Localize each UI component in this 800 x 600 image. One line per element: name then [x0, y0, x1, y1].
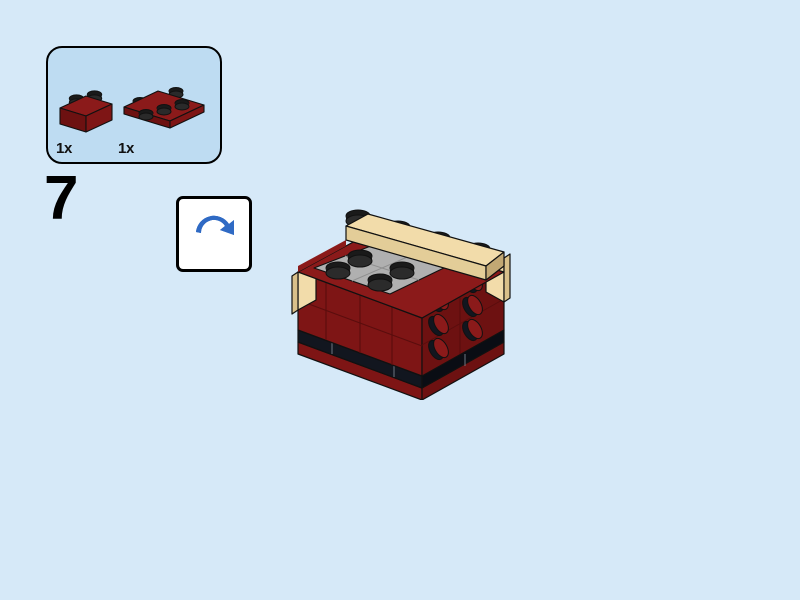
parts-callout-content: 1x	[48, 48, 220, 162]
assembled-model-illustration	[291, 209, 511, 401]
part-item-plate-2x3: 1x	[118, 82, 210, 156]
brick-1x2-icon	[59, 90, 113, 133]
tan-brick-1x4-top	[345, 209, 505, 281]
part-quantity-label: 1x	[118, 140, 135, 157]
top-back-red-strip	[298, 240, 346, 272]
parts-callout-box: 1x	[46, 46, 222, 164]
plate-2x3-icon	[123, 87, 205, 129]
rotate-model-icon	[196, 215, 234, 235]
top-studs-on-gray	[325, 249, 415, 292]
step-number: 7	[44, 164, 78, 233]
part-quantity-label: 1x	[56, 140, 73, 157]
part-item-brick-1x2: 1x	[56, 88, 116, 156]
rotate-model-hint-box	[176, 196, 252, 272]
assembled-model	[290, 190, 515, 401]
